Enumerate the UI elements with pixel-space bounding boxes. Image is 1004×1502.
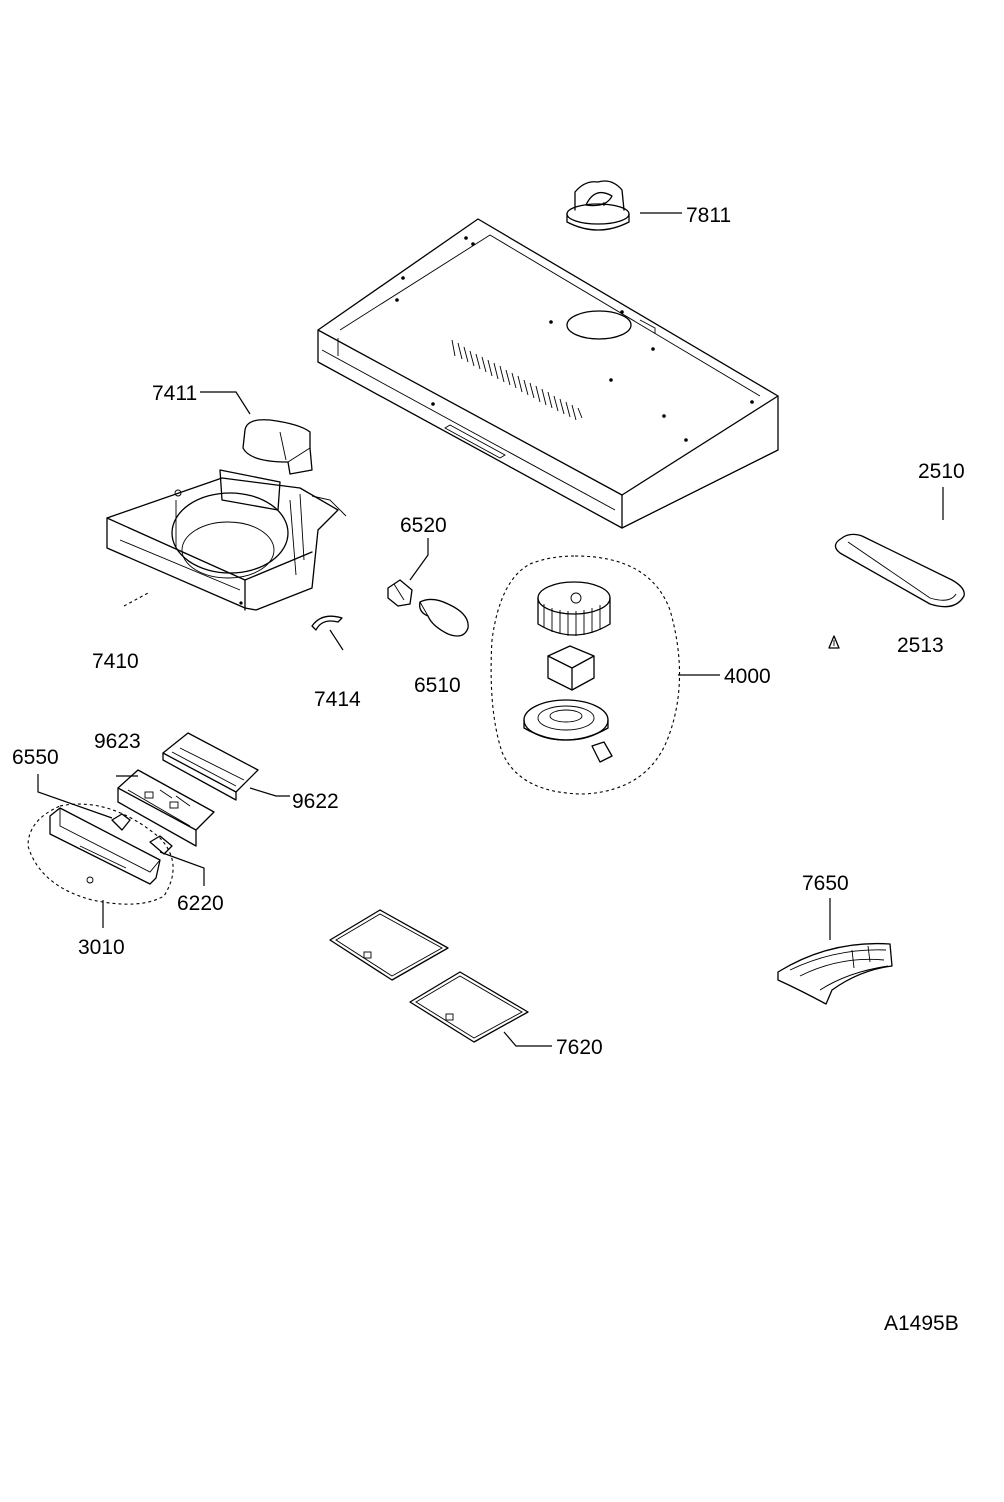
part-9622-circuit-board[interactable] [162, 732, 259, 801]
label-7414: 7414 [314, 688, 361, 711]
leader-7414 [329, 629, 344, 651]
label-6510: 6510 [414, 674, 461, 697]
label-7410: 7410 [92, 650, 139, 673]
leader-7620 [503, 1031, 552, 1047]
label-4000: 4000 [724, 665, 771, 688]
leader-6220 [159, 851, 205, 886]
label-7411: 7411 [152, 382, 197, 405]
part-4000-blower-assembly[interactable] [490, 555, 681, 795]
part-6510-light-bulb[interactable] [419, 598, 469, 637]
label-2510: 2510 [918, 460, 965, 483]
label-3010: 3010 [78, 936, 125, 959]
part-7620-filter-bottom[interactable] [409, 971, 529, 1043]
part-7414-wire-clip[interactable] [311, 615, 343, 631]
part-6220-fan-switch[interactable] [149, 835, 173, 855]
leader-6520 [409, 538, 429, 581]
label-9622: 9622 [292, 790, 339, 813]
part-7411-cover[interactable] [242, 419, 313, 475]
part-7811-damper[interactable] [566, 180, 630, 231]
range-hood-body[interactable] [317, 218, 779, 529]
part-9623-switch-bracket[interactable] [117, 769, 215, 847]
label-7811: 7811 [686, 204, 731, 227]
label-6520: 6520 [400, 514, 447, 537]
drawing-id: A1495B [884, 1312, 959, 1335]
label-7620: 7620 [556, 1036, 603, 1059]
part-3010-control-panel[interactable] [27, 803, 174, 905]
part-7620-filter-top[interactable] [329, 909, 449, 981]
label-9623: 9623 [94, 730, 141, 753]
leader-6550 [37, 774, 113, 819]
leader-7411 [200, 391, 251, 415]
part-2510-gasket[interactable] [834, 533, 965, 608]
part-2513-screw[interactable] [828, 635, 840, 649]
label-7650: 7650 [802, 872, 849, 895]
label-6550: 6550 [12, 746, 59, 769]
leader-9622 [249, 787, 290, 797]
leader-7410 [123, 591, 151, 607]
part-7410-blower-housing[interactable] [106, 469, 347, 611]
part-6550-light-switch[interactable] [111, 813, 131, 831]
label-2513: 2513 [897, 634, 944, 657]
label-6220: 6220 [177, 892, 224, 915]
part-7650-duct-transition[interactable] [777, 942, 893, 1005]
part-6520-lamp-socket[interactable] [387, 579, 413, 607]
